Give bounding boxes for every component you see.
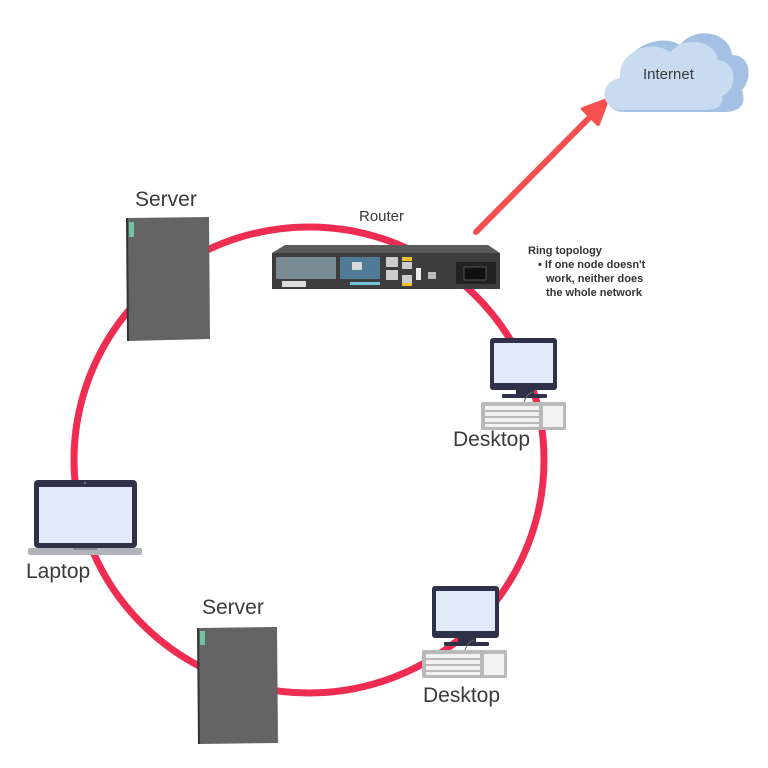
bullet-dot: •: [538, 259, 545, 271]
internet-arrow: [473, 98, 609, 235]
server-icon: [197, 627, 278, 745]
desktop-label: Desktop: [453, 428, 531, 451]
note-bullet: • If one node doesn't work, neither does…: [536, 258, 654, 300]
server-label: Server: [135, 188, 197, 211]
laptop-label: Laptop: [26, 560, 91, 583]
server-label: Server: [202, 596, 264, 619]
desktop-icon: [481, 338, 566, 430]
topology-note: Ring topology • If one node doesn't work…: [528, 244, 654, 300]
laptop-icon: [28, 480, 142, 555]
note-bullet-text: If one node doesn't work, neither does t…: [544, 259, 646, 299]
router-label: Router: [359, 208, 405, 225]
desktop-label: Desktop: [423, 684, 501, 707]
desktop-icon: [422, 586, 507, 678]
ring-connection: [70, 223, 548, 697]
note-title: Ring topology: [528, 245, 602, 257]
server-icon: [126, 217, 210, 342]
cloud-icon: [604, 33, 749, 112]
router-icon: [272, 245, 500, 289]
internet-label: Internet: [643, 66, 694, 83]
